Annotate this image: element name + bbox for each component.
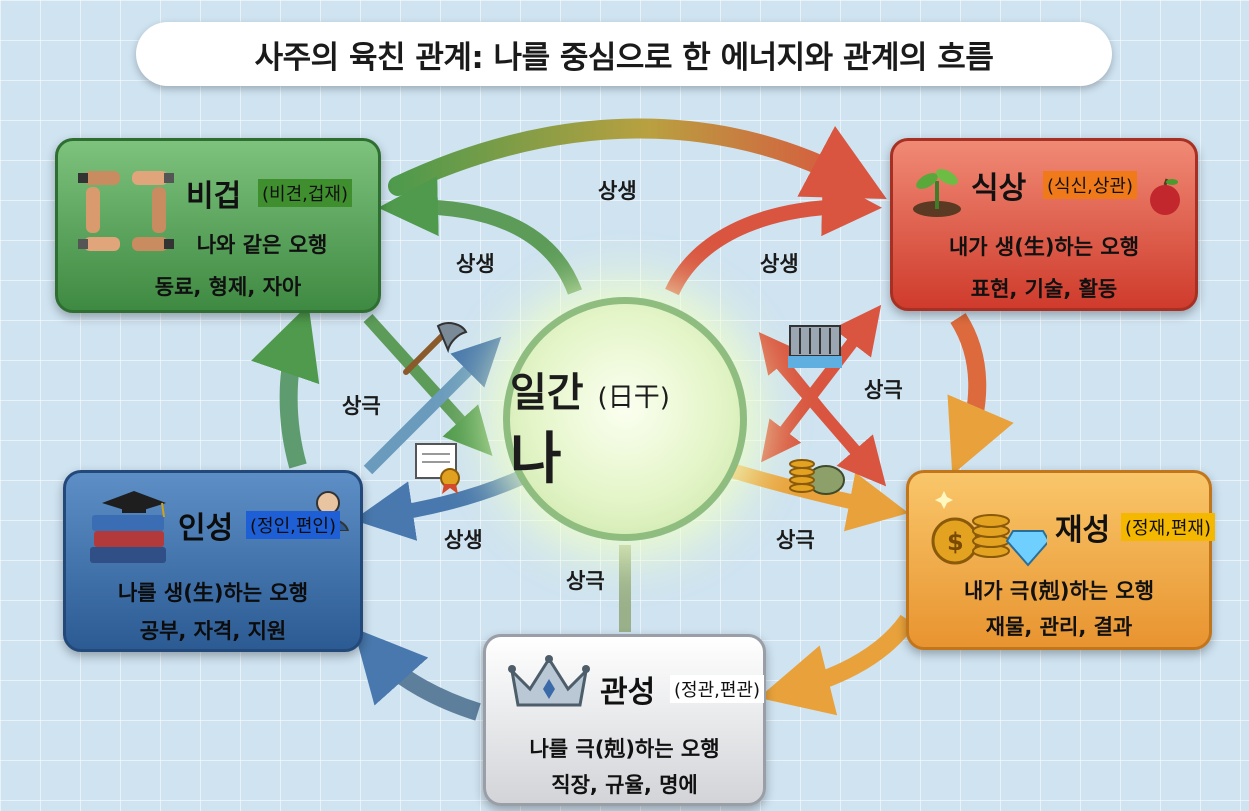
siksang-line2: 표현, 기술, 활동: [970, 277, 1118, 301]
apple-icon: [1150, 178, 1180, 215]
inseong-line1: 나를 생(生)하는 오행: [117, 581, 309, 605]
gwanseong-line2: 직장, 규율, 명에: [551, 773, 698, 797]
bigeop-line2: 동료, 형제, 자아: [154, 275, 302, 299]
label-upper-right: 상생: [760, 252, 799, 276]
inseong-sub: (정인,편인): [246, 511, 341, 539]
page-title: 사주의 육친 관계: 나를 중심으로 한 에너지와 관계의 흐름: [136, 22, 1112, 86]
center-me: 나: [510, 427, 562, 492]
arrow-center-to-siksang-short: [761, 316, 874, 463]
siksang-line1: 내가 생(生)하는 오행: [948, 235, 1140, 259]
arrow-right-up: [758, 331, 874, 474]
jaeseong-line1: 내가 극(剋)하는 오행: [963, 579, 1155, 603]
siksang-sub: (식신,상관): [1043, 171, 1138, 199]
arrow-jaeseong-to-gwanseong: [758, 614, 916, 716]
svg-text:$: $: [947, 528, 964, 556]
box-bigeop: 비겁 (비견,겁재) 나와 같은 오행 동료, 형제, 자아: [55, 138, 381, 313]
arrow-inseong-to-bigeop: [251, 304, 320, 469]
label-upper-left: 상생: [456, 252, 495, 276]
box-inseong: 인성 (정인,편인) 나를 생(生)하는 오행 공부, 자격, 지원: [63, 470, 363, 652]
axe-icon: [403, 322, 468, 375]
coins-gem-icon: $: [931, 491, 1047, 567]
gwanseong-name: 관성: [600, 675, 656, 710]
certificate-icon: [415, 443, 460, 494]
center-hanja: (日干): [597, 383, 670, 413]
bigeop-name: 비겁: [186, 179, 242, 214]
label-mid-right: 상극: [864, 378, 903, 402]
label-lower-right: 상극: [776, 528, 815, 552]
bigeop-sub: (비견,겁재): [258, 179, 353, 207]
jaeseong-line2: 재물, 관리, 결과: [985, 615, 1133, 639]
arrow-gwanseong-to-inseong: [353, 627, 481, 721]
inseong-name: 인성: [178, 511, 234, 546]
label-mid-left: 상극: [342, 394, 381, 418]
center-title: 일간 (日干): [510, 360, 740, 418]
jaeseong-sub: (정재,편재): [1121, 513, 1216, 541]
siksang-name: 식상: [971, 171, 1027, 206]
hands-icon: [78, 171, 174, 251]
arrow-siksang-to-jaeseong: [947, 313, 1014, 475]
center-circle: 일간 (日干) 나: [503, 297, 747, 541]
books-icon: [90, 491, 166, 563]
money-bag-icon: [789, 459, 845, 495]
arrow-center-to-bigeop: [378, 176, 583, 295]
arrow-bigeop-to-siksang: [388, 118, 887, 199]
arrow-center-to-inseong: [353, 471, 524, 541]
gwanseong-sub: (정관,편관): [670, 675, 765, 703]
box-gwanseong: 관성 (정관,편관) 나를 극(剋)하는 오행 직장, 규율, 명에: [483, 634, 766, 806]
inseong-line2: 공부, 자격, 지원: [139, 619, 287, 643]
label-lower-left: 상생: [444, 528, 483, 552]
label-top: 상생: [598, 179, 637, 203]
sprout-icon: [913, 169, 961, 217]
arrow-center-to-siksang: [665, 176, 882, 296]
gwanseong-line1: 나를 극(剋)하는 오행: [529, 737, 720, 761]
arrow-inseong-to-center: [363, 336, 502, 475]
box-jaeseong: $ 재성 (정재,편재) 내가 극(剋)하는 오행 재물, 관리, 결과: [906, 470, 1216, 650]
box-siksang: 식상 (식신,상관) 내가 생(生)하는 오행 표현, 기술, 활동: [890, 138, 1198, 311]
center-main-text: 일간: [510, 370, 584, 416]
bigeop-line1: 나와 같은 오행: [196, 233, 328, 257]
crown-icon: [508, 655, 590, 707]
arrow-bigeop-to-center: [363, 313, 493, 457]
label-bottom-center: 상극: [566, 569, 605, 593]
dam-icon: [788, 325, 842, 368]
jaeseong-name: 재성: [1055, 513, 1111, 548]
